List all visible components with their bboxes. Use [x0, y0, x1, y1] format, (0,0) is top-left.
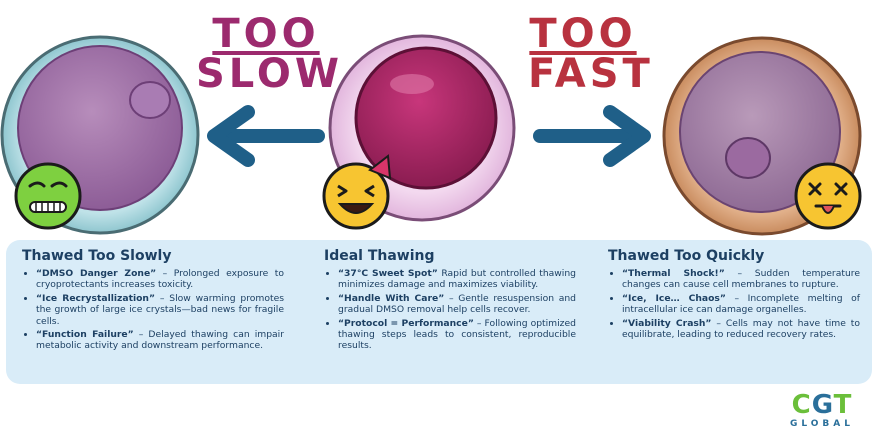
column-title: Ideal Thawing — [324, 248, 435, 264]
bullet-list: “Thermal Shock!” – Sudden temperature ch… — [608, 268, 860, 340]
too-fast-word: FAST — [528, 51, 654, 97]
list-item: “37°C Sweet Spot” Rapid but controlled t… — [338, 268, 576, 291]
list-item: “Ice, Ice… Chaos” – Incomplete melting o… — [622, 293, 860, 316]
info-panel: Thawed Too Slowly “DMSO Danger Zone” – P… — [6, 240, 872, 384]
ideal-cell — [328, 34, 516, 222]
cell-illustrations — [0, 34, 862, 236]
bullet-list: “DMSO Danger Zone” – Prolonged exposure … — [22, 268, 284, 352]
list-item: “Ice Recrystallization” – Slow warming p… — [36, 293, 284, 327]
logo-global-text: GLOBAL — [789, 419, 854, 429]
column-title: Thawed Too Quickly — [608, 248, 765, 264]
list-item: “DMSO Danger Zone” – Prolonged exposure … — [36, 268, 284, 291]
list-item: “Handle With Care” – Gentle resuspension… — [338, 293, 576, 316]
column-fast: Thawed Too Quickly “Thermal Shock!” – Su… — [608, 248, 860, 342]
cgt-logo: CGT — [791, 390, 853, 420]
list-item: “Viability Crash” – Cells may not have t… — [622, 318, 860, 341]
nauseated-face-icon — [14, 162, 82, 230]
right-arrow-icon — [533, 105, 651, 167]
list-item: “Function Failure” – Delayed thawing can… — [36, 329, 284, 352]
too-slow-too: TOO — [212, 11, 320, 57]
column-title: Thawed Too Slowly — [22, 248, 172, 264]
list-item: “Protocol = Performance” – Following opt… — [338, 318, 576, 352]
party-face-icon — [322, 154, 392, 230]
left-arrow-icon — [207, 105, 325, 167]
too-slow-heading: TOO SLOW — [196, 11, 343, 97]
too-fast-too: TOO — [529, 11, 637, 57]
too-slow-word: SLOW — [196, 51, 343, 97]
dizzy-face-icon — [794, 162, 862, 230]
list-item: “Thermal Shock!” – Sudden temperature ch… — [622, 268, 860, 291]
column-slow: Thawed Too Slowly “DMSO Danger Zone” – P… — [22, 248, 284, 354]
too-fast-heading: TOO FAST — [528, 11, 654, 97]
column-ideal: Ideal Thawing “37°C Sweet Spot” Rapid bu… — [324, 248, 576, 354]
bullet-list: “37°C Sweet Spot” Rapid but controlled t… — [324, 268, 576, 352]
